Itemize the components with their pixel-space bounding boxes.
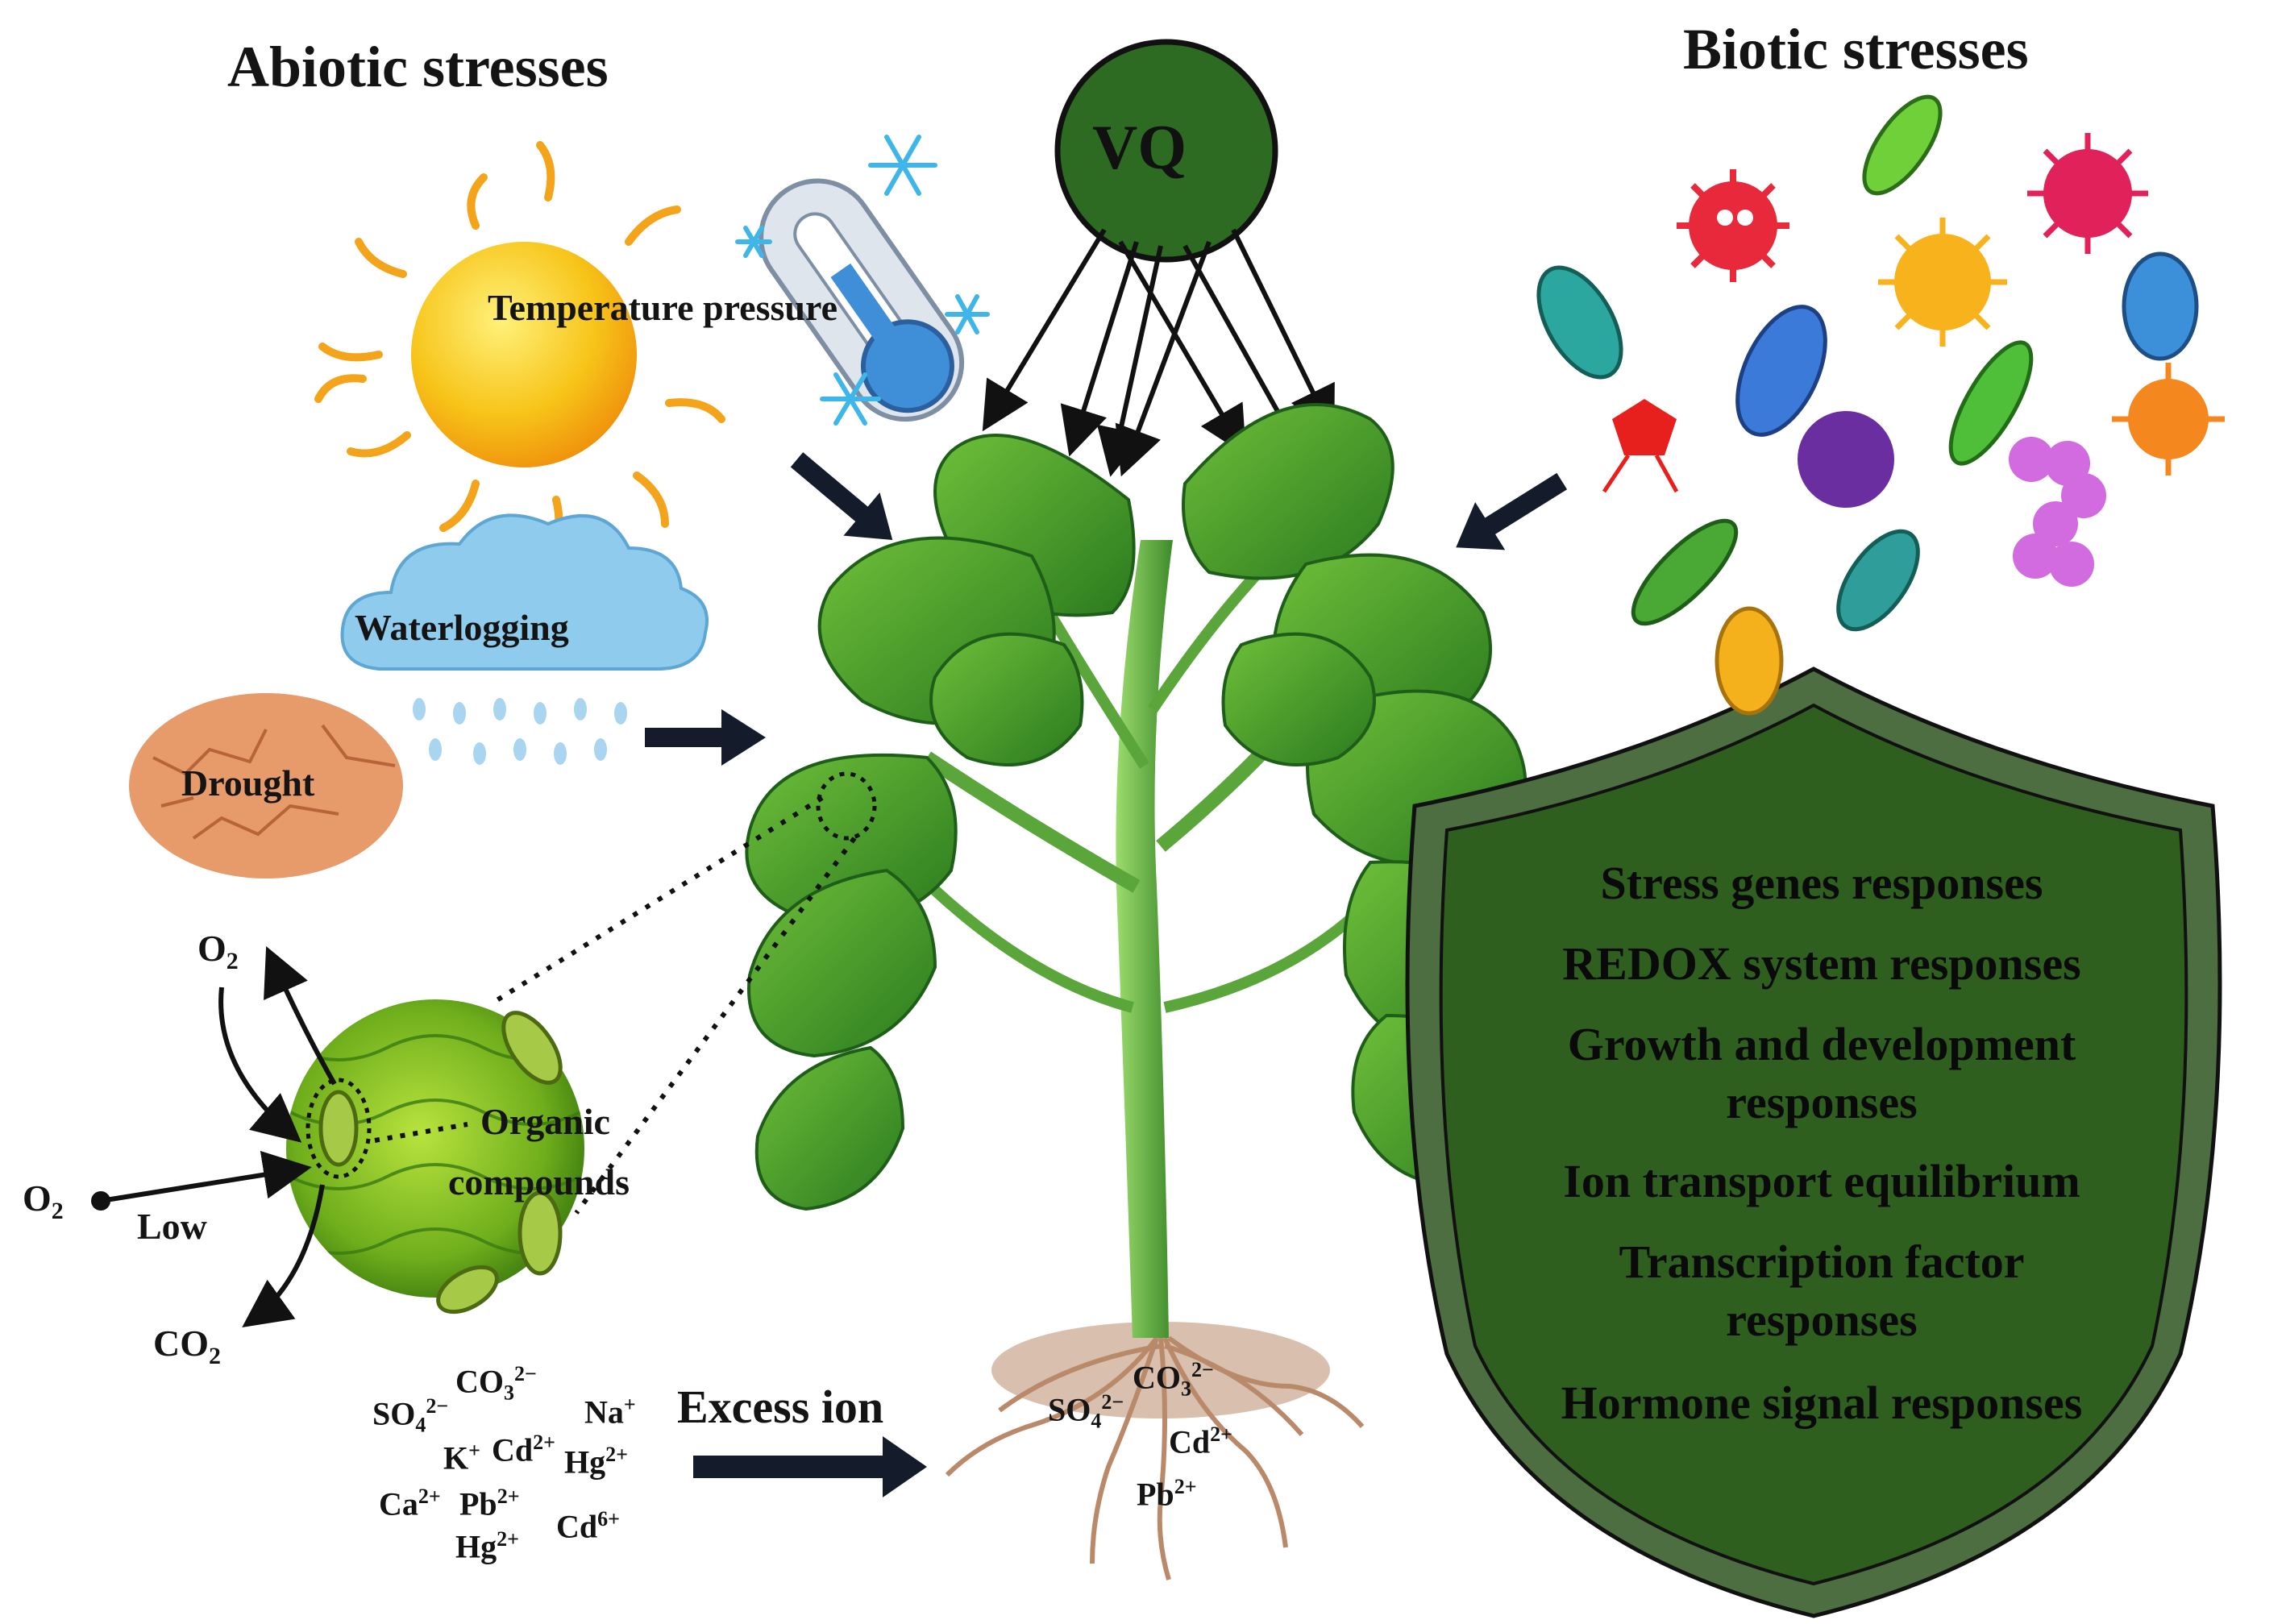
root-ion-label: SO42− — [1048, 1390, 1124, 1433]
germ-icon — [1631, 518, 1739, 626]
compounds-label: compounds — [448, 1161, 630, 1202]
shield-item-ion-transport: Ion transport equilibrium — [1563, 1155, 2080, 1207]
germ-icon — [2112, 363, 2225, 476]
thermometer-icon — [759, 178, 965, 422]
response-shield — [1405, 667, 2222, 1618]
ion-label: K+ — [443, 1439, 480, 1477]
germ-icon — [2027, 133, 2148, 254]
ion-label: Hg2+ — [455, 1527, 519, 1565]
snowflake-icon — [735, 135, 990, 426]
root-ion-label: Cd2+ — [1169, 1423, 1232, 1460]
ion-label: Cd6+ — [556, 1507, 620, 1545]
germ-icon — [1862, 94, 1943, 196]
rain-cloud-icon — [340, 513, 709, 765]
o2-output-label: O2 — [197, 928, 239, 975]
germ-icon — [1798, 411, 1894, 508]
excess-ion-label: Excess ion — [677, 1381, 884, 1433]
ion-label: SO42− — [372, 1394, 449, 1437]
vq-arrows — [982, 228, 1335, 477]
germ-icon — [1677, 169, 1789, 282]
zoom-connector-lines — [490, 795, 857, 1215]
biotic-heading: Biotic stresses — [1683, 17, 2029, 81]
shield-item-stress-genes: Stress genes responses — [1600, 857, 2043, 909]
shield-item-growth: Growth and development — [1567, 1018, 2076, 1070]
waterlogging-label: Waterlogging — [355, 607, 569, 648]
shield-item-redox: REDOX system responses — [1562, 937, 2081, 990]
co2-label: CO2 — [153, 1323, 221, 1370]
vq-label: VQ — [1092, 112, 1187, 182]
germ-icon — [1602, 399, 1679, 493]
germ-icon — [2009, 437, 2106, 587]
germ-icon — [1948, 340, 2034, 466]
germ-icon — [1714, 606, 1784, 716]
drought-label: Drought — [181, 762, 315, 804]
germ-icon — [1735, 305, 1827, 437]
root-ion-label: CO32− — [1133, 1358, 1214, 1401]
abiotic-heading: Abiotic stresses — [227, 35, 609, 99]
temperature-label: Temperature pressure — [488, 287, 838, 328]
ion-label: Cd2+ — [492, 1431, 555, 1468]
shield-item-transcription-cont: responses — [1726, 1294, 1918, 1346]
drought-icon — [129, 693, 403, 878]
microbes-illustration — [1536, 94, 2225, 716]
germ-icon — [1536, 265, 1623, 380]
ion-label: Ca2+ — [379, 1485, 441, 1522]
organic-label: Organic — [480, 1101, 610, 1142]
root-ion-label: Pb2+ — [1137, 1475, 1197, 1513]
shield-item-transcription: Transcription factor — [1619, 1236, 2025, 1288]
ion-label: CO32− — [455, 1362, 537, 1405]
shield-item-hormone: Hormone signal responses — [1561, 1377, 2083, 1429]
stomata-icon — [318, 1011, 563, 1315]
gas-exchange-arrows — [100, 946, 337, 1327]
germ-icon — [1836, 529, 1920, 632]
shield-item-growth-cont: responses — [1726, 1076, 1918, 1128]
sun-icon — [314, 141, 725, 560]
bold-arrows — [645, 452, 1568, 1497]
ion-label: Na+ — [584, 1393, 636, 1431]
vq-node — [1054, 39, 1278, 263]
ion-label: Hg2+ — [564, 1443, 628, 1481]
o2-input-label: O2 — [23, 1178, 64, 1225]
germ-icon — [2122, 251, 2199, 361]
germ-icon — [1878, 218, 2007, 347]
ion-label: Pb2+ — [459, 1485, 520, 1522]
leaf-surface-zoom — [286, 999, 584, 1315]
low-label: Low — [137, 1206, 207, 1247]
o2-source-dot — [91, 1191, 110, 1211]
